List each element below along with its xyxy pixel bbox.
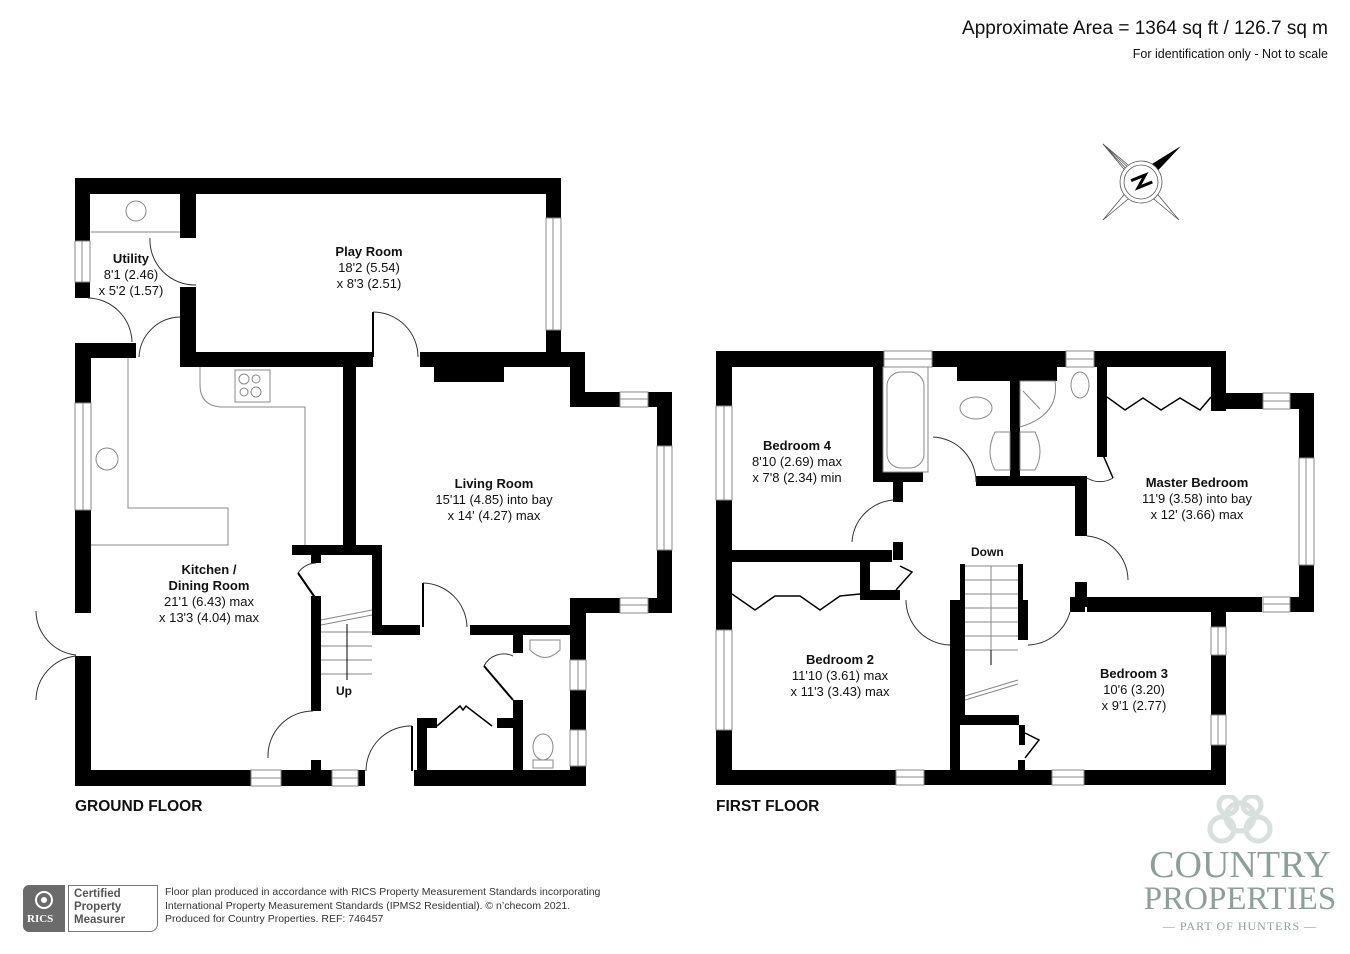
- room-utility: Utility 8'1 (2.46) x 5'2 (1.57): [99, 251, 164, 299]
- first-floor-label: FIRST FLOOR: [716, 798, 820, 815]
- room-dimension: x 7'8 (2.34) min: [752, 470, 842, 485]
- room-kitchen-dining: Kitchen / Dining Room 21'1 (6.43) max x …: [159, 562, 259, 626]
- ground-floor-label: GROUND FLOOR: [75, 798, 203, 815]
- north-compass-icon: [1102, 143, 1181, 221]
- ground-floor-windows: [74, 217, 673, 787]
- room-dimension: x 9'1 (2.77): [1101, 698, 1167, 713]
- room-name: Bedroom 3: [1100, 666, 1168, 681]
- rics-certified-badge: RICS Certified Property Measurer: [23, 885, 158, 932]
- stairs-up-label: Up: [336, 684, 352, 698]
- stairs-down-label: Down: [971, 545, 1004, 559]
- room-dimension: 15'11 (4.85) into bay: [435, 492, 553, 507]
- first-floor-walls: [716, 351, 1314, 785]
- room-dimension: x 12' (3.66) max: [1150, 507, 1244, 522]
- room-dimension: 8'10 (2.69) max: [752, 454, 842, 469]
- room-name: Kitchen /: [181, 562, 237, 577]
- room-bedroom-2: Bedroom 2 11'10 (3.61) max x 11'3 (3.43)…: [790, 652, 889, 700]
- rics-badge-text: Certified Property Measurer: [74, 888, 126, 926]
- room-name: Master Bedroom: [1145, 475, 1249, 490]
- room-name: Play Room: [335, 244, 403, 259]
- rics-badge-box: [68, 885, 158, 932]
- room-play-room: Play Room 18'2 (5.54) x 8'3 (2.51): [335, 244, 402, 292]
- room-dimension: 21'1 (6.43) max: [164, 594, 254, 609]
- room-name: Dining Room: [168, 578, 250, 593]
- room-name: Bedroom 2: [806, 652, 874, 667]
- brand-line-3: — PART OF HUNTERS —: [1162, 919, 1318, 933]
- country-properties-logo: COUNTRY PROPERTIES — PART OF HUNTERS —: [1140, 795, 1340, 940]
- room-dimension: x 8'3 (2.51): [336, 276, 402, 291]
- room-dimension: x 13'3 (4.04) max: [158, 610, 260, 625]
- approximate-area-title: Approximate Area = 1364 sq ft / 126.7 sq…: [962, 18, 1328, 39]
- room-name: Utility: [112, 251, 150, 266]
- first-floor-doors: [731, 396, 1212, 759]
- room-bedroom-4: Bedroom 4 8'10 (2.69) max x 7'8 (2.34) m…: [752, 438, 842, 486]
- room-dimension: 11'10 (3.61) max: [791, 668, 889, 683]
- first-floor-fixtures: [882, 366, 1090, 715]
- lion-emblem-icon: [35, 891, 53, 909]
- room-dimension: x 11'3 (3.43) max: [790, 684, 890, 699]
- ground-floor-doors: [35, 237, 514, 772]
- rics-logo-icon: [23, 885, 65, 932]
- room-living-room: Living Room 15'11 (4.85) into bay x 14' …: [435, 476, 552, 524]
- room-name: Bedroom 4: [763, 438, 831, 453]
- rics-logo-text: RICS: [27, 913, 54, 925]
- room-dimension: 11'9 (3.58) into bay: [1142, 491, 1252, 506]
- brand-line-2: PROPERTIES: [1143, 881, 1337, 917]
- room-dimension: 18'2 (5.54): [338, 260, 400, 275]
- ground-floor-fixtures: [91, 200, 561, 769]
- room-master-bedroom: Master Bedroom 11'9 (3.58) into bay x 12…: [1142, 475, 1252, 523]
- flower-emblem-icon: [1207, 795, 1273, 844]
- first-floor-windows: [715, 350, 1315, 786]
- floor-plan-disclaimer: Floor plan produced in accordance with R…: [165, 886, 601, 925]
- room-dimension: 8'1 (2.46): [103, 267, 159, 282]
- room-dimension: 10'6 (3.20): [1103, 682, 1165, 697]
- brand-line-1: COUNTRY: [1149, 844, 1331, 886]
- identification-disclaimer: For identification only - Not to scale: [1132, 47, 1328, 61]
- room-name: Living Room: [454, 476, 534, 491]
- room-bedroom-3: Bedroom 3 10'6 (3.20) x 9'1 (2.77): [1100, 666, 1168, 714]
- room-dimension: x 14' (4.27) max: [447, 508, 541, 523]
- room-dimension: x 5'2 (1.57): [98, 283, 164, 298]
